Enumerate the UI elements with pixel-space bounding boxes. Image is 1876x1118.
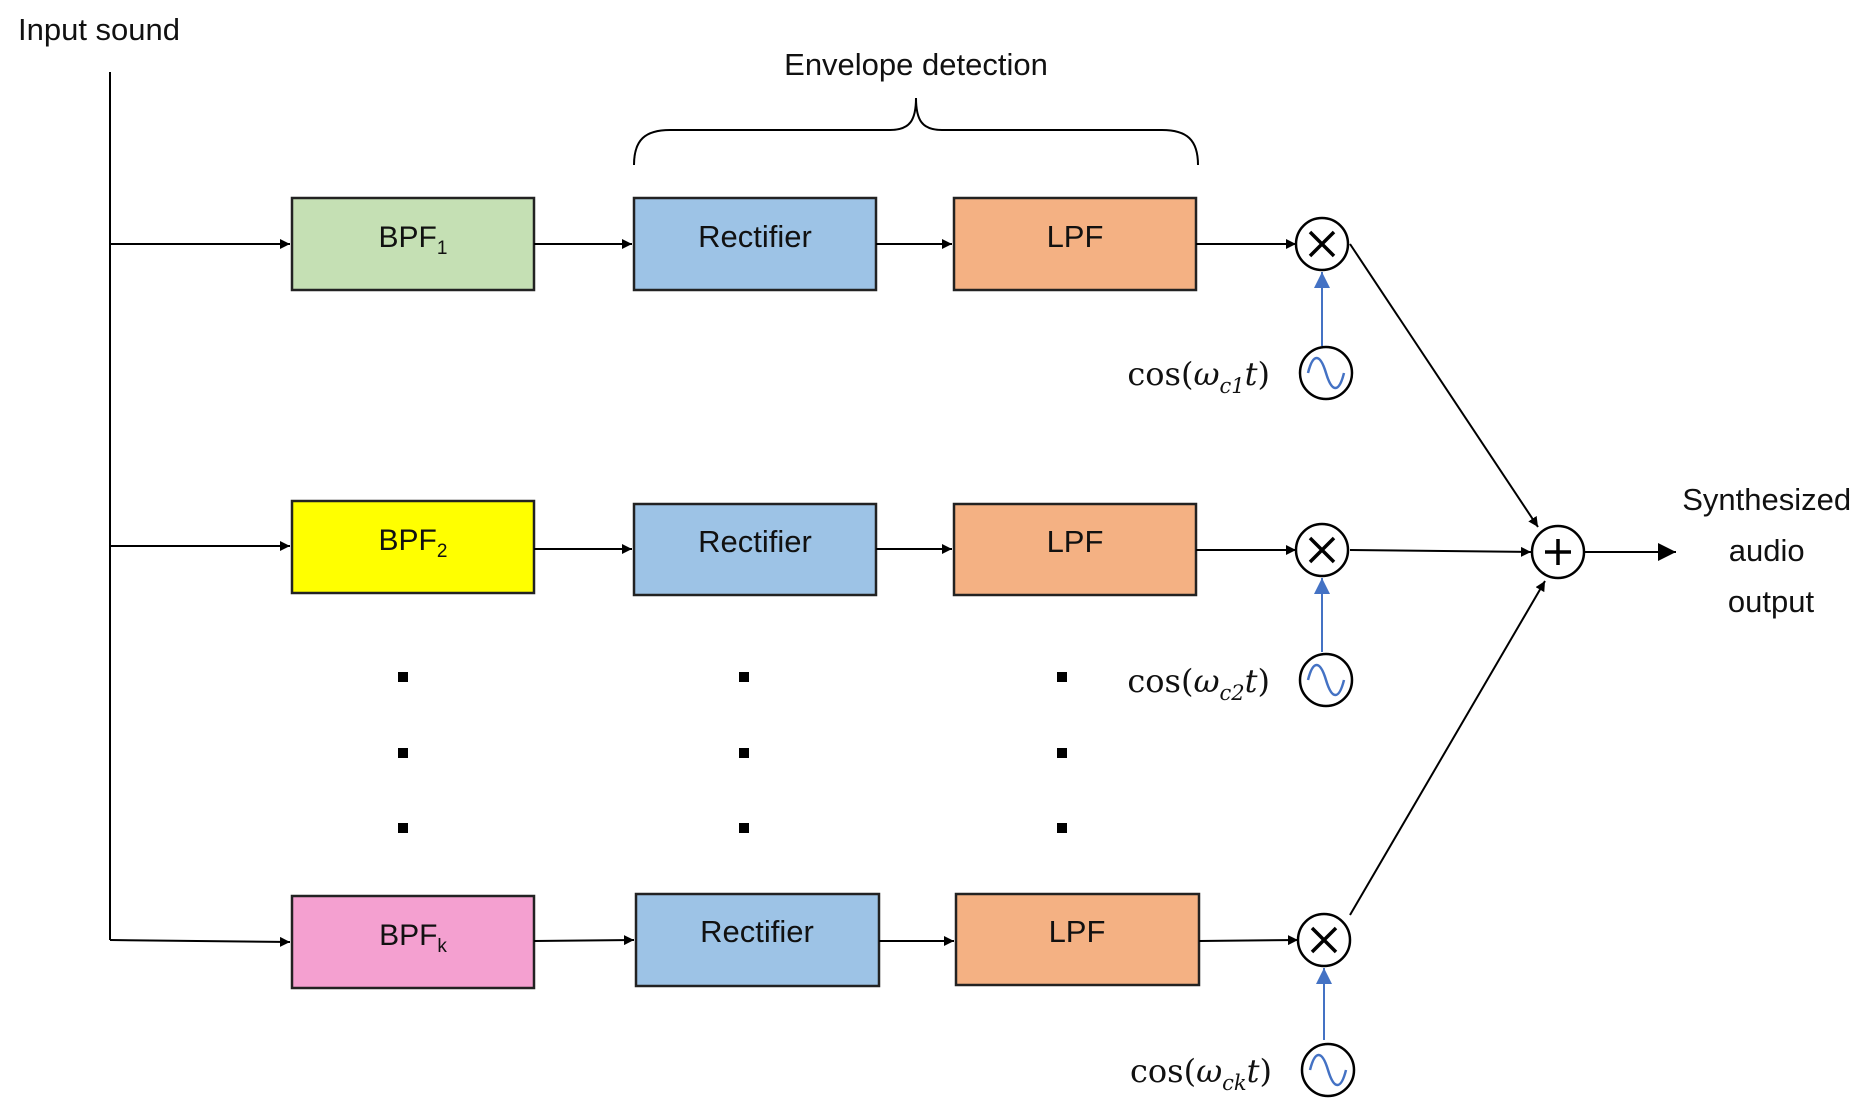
- ellipsis-dot: [398, 823, 408, 833]
- output-label-line-1: Synthesized: [1682, 482, 1851, 517]
- envelope-detection-label: Envelope detection: [784, 47, 1048, 82]
- multiply-circle-icon: [1294, 522, 1350, 578]
- bpf-k-to-rectifier-k-arrow: [533, 935, 635, 946]
- lpf-k-label: LPF: [1049, 914, 1106, 949]
- rectifier-2-label: Rectifier: [698, 524, 812, 559]
- multiply-circle-icon: [1294, 216, 1350, 272]
- rectifier-1-label: Rectifier: [698, 219, 812, 254]
- channel-2: BPF2 Rectifier LPF cos(ωc2t): [110, 499, 1532, 708]
- sine-wave-icon: [1298, 345, 1354, 401]
- lpf-2-label: LPF: [1047, 524, 1104, 559]
- rectifier-2-box: [632, 502, 878, 597]
- rectifier-k-label: Rectifier: [700, 914, 814, 949]
- lpf-k-to-multiplier-k-arrow: [1198, 935, 1299, 946]
- carrier-2-label: cos(ωc2t): [1127, 662, 1270, 705]
- channel-ellipsis: [398, 672, 1067, 833]
- channel-k: BPFk Rectifier LPF cos(ωckt): [109, 580, 1546, 1098]
- output-label-line-2: audio: [1729, 533, 1805, 568]
- sine-wave-icon: [1300, 1042, 1356, 1098]
- lpf-k-box: [954, 892, 1201, 987]
- multiplier-k-to-summer-arrow: [1349, 580, 1546, 916]
- bpf-k-subscript: k: [437, 936, 447, 957]
- ellipsis-dot: [398, 748, 408, 758]
- ellipsis-dot: [1057, 748, 1067, 758]
- output-label: Synthesized audio output: [1682, 482, 1860, 619]
- channel-1: BPF1 Rectifier LPF cos(ωc1t): [110, 196, 1539, 528]
- multiplier-1-to-summer-arrow: [1349, 243, 1539, 528]
- bpf-1-subscript: 1: [437, 238, 448, 259]
- bpf-2-subscript: 2: [437, 541, 448, 562]
- ellipsis-dot: [739, 823, 749, 833]
- carrier-1-label: cos(ωc1t): [1127, 355, 1270, 398]
- lpf-1-box: [952, 196, 1198, 292]
- carrier-k-label: cos(ωckt): [1130, 1052, 1272, 1095]
- bpf-k-label: BPFk: [379, 919, 447, 957]
- sine-wave-icon: [1298, 652, 1354, 708]
- ellipsis-dot: [739, 748, 749, 758]
- bpf-2-box: [290, 499, 536, 595]
- plus-circle-icon: [1530, 524, 1586, 580]
- ellipsis-dot: [1057, 672, 1067, 682]
- bpf-1-box: [290, 196, 536, 292]
- input-to-bpf-k-arrow: [109, 936, 291, 947]
- input-sound-label: Input sound: [18, 12, 180, 47]
- ellipsis-dot: [739, 672, 749, 682]
- envelope-brace: [633, 97, 1199, 166]
- lpf-1-label: LPF: [1047, 219, 1104, 254]
- multiply-circle-icon: [1296, 912, 1352, 968]
- bpf-k-box: [290, 894, 536, 990]
- bpf-1-label: BPF1: [379, 221, 448, 259]
- bpf-2-label: BPF2: [379, 524, 448, 562]
- rectifier-1-box: [632, 196, 878, 292]
- multiplier-2-to-summer-arrow: [1349, 546, 1532, 557]
- ellipsis-dot: [398, 672, 408, 682]
- ellipsis-dot: [1057, 823, 1067, 833]
- output-label-line-3: output: [1728, 584, 1815, 619]
